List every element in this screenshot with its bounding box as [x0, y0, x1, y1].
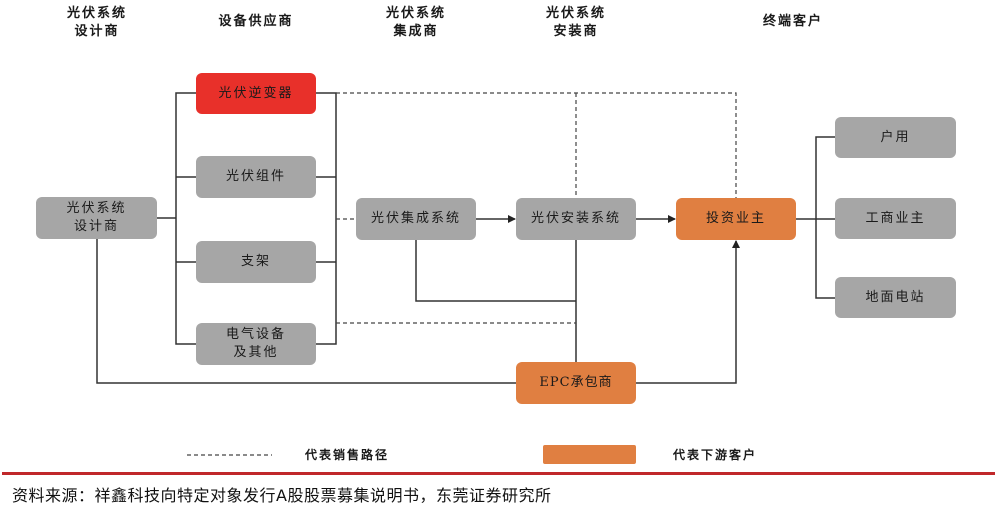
header-installer: 光伏系统 安装商 [545, 6, 606, 39]
node-investor-owner: 投资业主 [676, 198, 796, 240]
node-ground-station: 地面电站 [835, 277, 956, 318]
legend-orange-swatch [543, 445, 636, 464]
header-supplier: 设备供应商 [218, 14, 294, 29]
source-note: 资料来源：祥鑫科技向特定对象发行A股股票募集说明书，东莞证券研究所 [12, 486, 552, 505]
supplier-right-bracket [316, 92, 337, 345]
node-designer: 光伏系统 设计商 [36, 197, 157, 239]
node-inverter: 光伏逆变器 [196, 73, 316, 114]
node-integration-system: 光伏集成系统 [356, 198, 476, 240]
legend-dashed-label: 代表销售路径 [305, 448, 390, 462]
dashed-inverter-sales-path [336, 92, 737, 198]
header-designer: 光伏系统 设计商 [66, 6, 127, 39]
line-designer-to-epc [96, 239, 516, 384]
node-installation-system: 光伏安装系统 [516, 198, 636, 240]
header-end-customer: 终端客户 [762, 14, 823, 29]
source-divider [2, 472, 995, 475]
customer-bracket [815, 136, 835, 299]
node-commercial-industrial: 工商业主 [835, 198, 956, 239]
arrow-epc-to-investor [636, 240, 740, 384]
header-integrator: 光伏系统 集成商 [385, 6, 446, 39]
supplier-left-bracket [175, 92, 196, 345]
legend-swatch-label: 代表下游客户 [673, 448, 758, 462]
node-modules: 光伏组件 [196, 156, 316, 198]
node-epc-contractor: EPC承包商 [516, 362, 636, 404]
node-bracket: 支架 [196, 241, 316, 283]
node-electrical: 电气设备 及其他 [196, 323, 316, 365]
node-household: 户用 [835, 117, 956, 158]
line-integration-to-epc [415, 240, 576, 302]
